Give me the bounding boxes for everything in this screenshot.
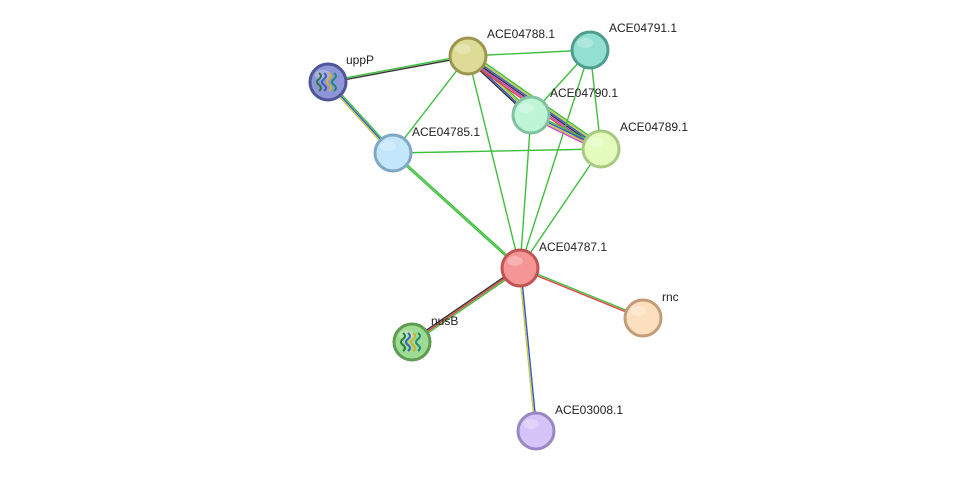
node-uppp[interactable]: uppP	[308, 53, 374, 102]
node-ace04787-1[interactable]: ACE04787.1	[500, 240, 607, 288]
node-ace04789-1[interactable]: ACE04789.1	[581, 120, 688, 169]
node-circle[interactable]	[511, 95, 551, 135]
node-circle[interactable]	[570, 30, 610, 70]
edge-line	[518, 268, 536, 432]
edge-ace04788-1-ace04785-1[interactable]	[392, 55, 469, 154]
edge-ace04788-1-ace04791-1[interactable]	[467, 49, 591, 57]
edge-line	[520, 266, 644, 318]
edge-ace04785-1-ace04787-1[interactable]	[391, 151, 522, 270]
edge-ace04787-1-nusb[interactable]	[410, 266, 522, 344]
node-ace04790-1[interactable]: ACE04790.1	[511, 86, 618, 135]
node-circle[interactable]	[516, 411, 556, 451]
edge-ace04787-1-ace03008-1[interactable]	[518, 267, 538, 432]
node-ace03008-1[interactable]: ACE03008.1	[516, 403, 623, 451]
edge-line	[519, 268, 643, 320]
edge-line	[392, 148, 602, 154]
edge-line	[327, 54, 468, 82]
edge-line	[519, 114, 532, 269]
node-highlight	[315, 70, 331, 80]
node-highlight	[523, 419, 539, 429]
node-label: uppP	[346, 53, 374, 67]
node-highlight	[455, 44, 471, 54]
node-ace04788-1[interactable]: ACE04788.1	[448, 27, 555, 76]
node-highlight	[518, 103, 534, 113]
edge-ace04789-1-ace04785-1[interactable]	[392, 148, 602, 154]
node-highlight	[588, 137, 604, 147]
edge-line	[519, 148, 602, 269]
edge-line	[412, 268, 522, 344]
edge-ace04787-1-rnc[interactable]	[519, 266, 644, 320]
edge-ace04788-1-ace04787-1[interactable]	[467, 55, 521, 269]
edge-line	[520, 267, 538, 431]
edge-line	[392, 55, 469, 154]
node-label: ACE04790.1	[550, 86, 618, 100]
node-label: ACE04789.1	[620, 120, 688, 134]
node-label: ACE04788.1	[487, 27, 555, 41]
edge-ace04789-1-ace04787-1[interactable]	[519, 148, 602, 269]
node-circle[interactable]	[500, 248, 540, 288]
node-nusb[interactable]: nusB	[392, 314, 458, 362]
node-highlight	[399, 330, 415, 340]
node-label: ACE03008.1	[555, 403, 623, 417]
edge-line	[328, 56, 469, 84]
node-label: rnc	[662, 290, 679, 304]
edge-line	[467, 49, 591, 57]
node-label: nusB	[431, 314, 458, 328]
edge-line	[519, 49, 591, 269]
node-ace04791-1[interactable]: ACE04791.1	[570, 21, 677, 70]
node-highlight	[630, 306, 646, 316]
node-highlight	[380, 141, 396, 151]
edge-line	[391, 153, 520, 270]
node-label: ACE04785.1	[412, 125, 480, 139]
node-rnc[interactable]: rnc	[623, 290, 679, 338]
node-circle[interactable]	[581, 129, 621, 169]
edge-ace04791-1-ace04787-1[interactable]	[519, 49, 591, 269]
edge-line	[411, 267, 521, 343]
node-highlight	[577, 38, 593, 48]
edge-line	[393, 151, 522, 268]
node-ace04785-1[interactable]: ACE04785.1	[373, 125, 480, 173]
node-highlight	[507, 256, 523, 266]
protein-structure-icon	[316, 72, 337, 92]
node-circle[interactable]	[448, 36, 488, 76]
protein-structure-icon	[400, 332, 421, 352]
edge-uppp-ace04788-1[interactable]	[327, 54, 469, 84]
edge-ace04790-1-ace04787-1[interactable]	[519, 114, 532, 269]
node-label: ACE04791.1	[609, 21, 677, 35]
edge-line	[410, 266, 520, 342]
nodes-layer: uppP ACE04788.1 ACE04791.1ACE04790.1ACE047…	[308, 21, 688, 451]
node-circle[interactable]	[373, 133, 413, 173]
edge-line	[467, 55, 521, 269]
node-label: ACE04787.1	[539, 240, 607, 254]
node-circle[interactable]	[623, 298, 663, 338]
